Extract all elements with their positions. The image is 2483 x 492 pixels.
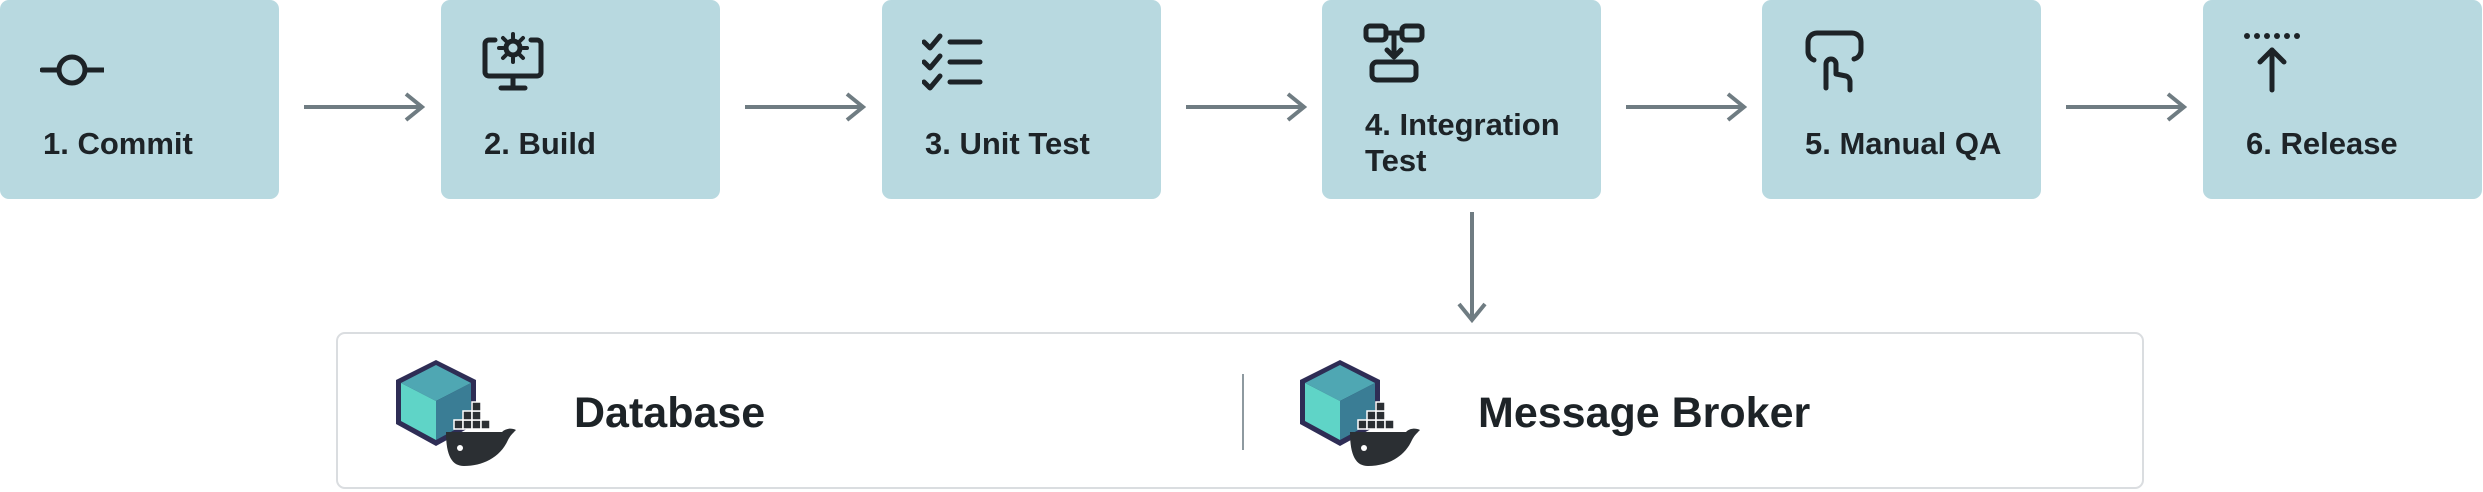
checklist-icon bbox=[922, 33, 983, 91]
test-services-panel: Database Message Broker bbox=[336, 332, 2144, 489]
arrow-right bbox=[2066, 92, 2188, 122]
service-label-message-broker: Message Broker bbox=[1478, 389, 1811, 437]
docker-cube-icon bbox=[396, 360, 516, 466]
upload-arrow-icon bbox=[2244, 33, 2300, 93]
arrow-right bbox=[304, 92, 426, 122]
stage-manual-qa: 5. Manual QA bbox=[1762, 0, 2041, 199]
stage-label: 1. Commit bbox=[43, 126, 193, 161]
gear-monitor-icon bbox=[482, 32, 544, 91]
stage-unit-test: 3. Unit Test bbox=[882, 0, 1161, 199]
stage-integration-test: 4. Integration Test bbox=[1322, 0, 1601, 199]
arrow-right bbox=[1626, 92, 1748, 122]
service-label-database: Database bbox=[574, 389, 766, 437]
hand-touch-icon bbox=[1805, 30, 1864, 93]
arrow-right bbox=[745, 92, 867, 122]
stage-label: 3. Unit Test bbox=[925, 126, 1090, 161]
docker-cube-icon bbox=[1300, 360, 1420, 466]
flow-icon bbox=[1363, 23, 1425, 83]
commit-icon bbox=[40, 54, 104, 86]
stage-label: 6. Release bbox=[2246, 126, 2398, 161]
stage-release: 6. Release bbox=[2203, 0, 2482, 199]
arrow-down bbox=[1457, 212, 1487, 324]
stage-label: 4. Integration Test bbox=[1365, 107, 1560, 178]
divider bbox=[1242, 374, 1244, 450]
stage-commit: 1. Commit bbox=[0, 0, 279, 199]
arrow-right bbox=[1186, 92, 1308, 122]
stage-label: 5. Manual QA bbox=[1805, 126, 2002, 161]
stage-build: 2. Build bbox=[441, 0, 720, 199]
stage-label: 2. Build bbox=[484, 126, 596, 161]
